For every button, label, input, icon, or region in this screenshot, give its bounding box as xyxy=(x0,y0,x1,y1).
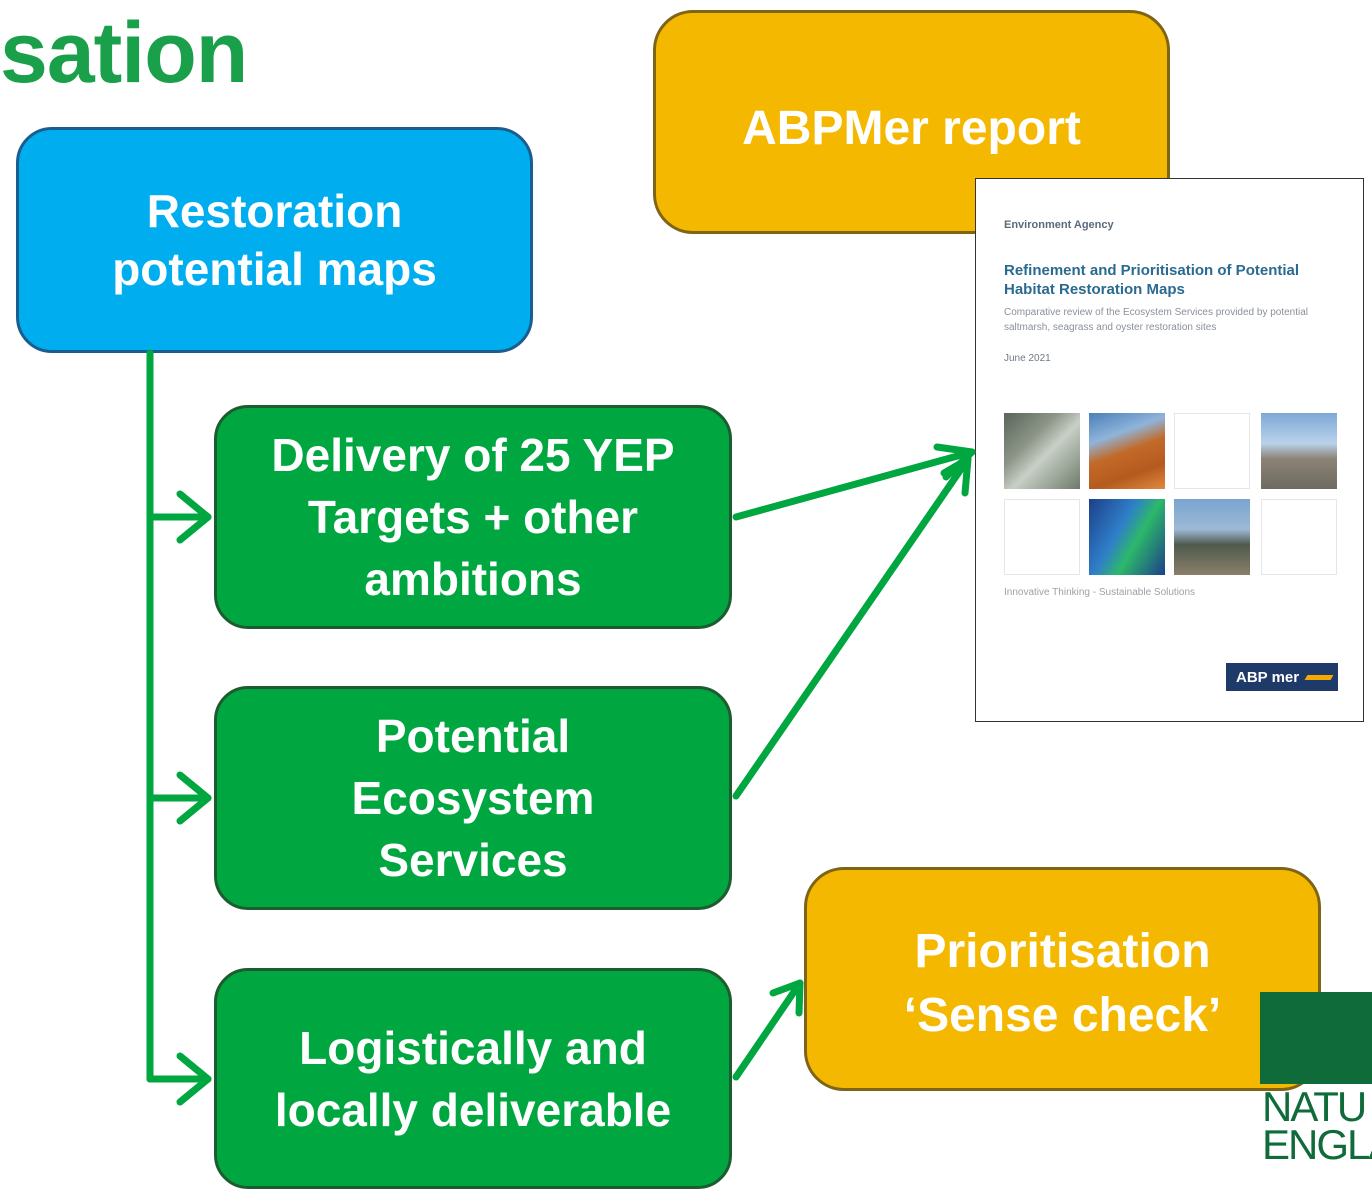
report-date: June 2021 xyxy=(1004,353,1051,364)
report-photo-blank xyxy=(1261,499,1337,575)
report-photo-blank xyxy=(1004,499,1080,575)
abpmer-logo-text: ABP mer xyxy=(1236,668,1300,686)
natural-england-logo-mark xyxy=(1260,992,1372,1084)
delivery-targets-box: Delivery of 25 YEP Targets + other ambit… xyxy=(214,405,732,629)
logistics-label: Logistically and locally deliverable xyxy=(274,1021,672,1136)
logistics-box: Logistically and locally deliverable xyxy=(214,968,732,1189)
page-title: sation xyxy=(0,5,248,101)
arrow-logistics-to-prioritisation xyxy=(732,979,804,1081)
ecosystem-services-box: Potential Ecosystem Services xyxy=(214,686,732,910)
report-subtitle: Comparative review of the Ecosystem Serv… xyxy=(1004,307,1309,333)
report-footer: Innovative Thinking - Sustainable Soluti… xyxy=(1004,587,1196,598)
report-title: Refinement and Prioritisation of Potenti… xyxy=(1004,262,1300,298)
arrow-delivery-to-report xyxy=(732,448,976,521)
arrowhead-logistics xyxy=(176,1052,212,1106)
delivery-targets-label: Delivery of 25 YEP Targets + other ambit… xyxy=(271,429,675,605)
natural-england-logo-text: NATU ENGLA xyxy=(1262,1083,1372,1168)
restoration-maps-box: Restoration potential maps xyxy=(16,127,533,353)
arrowhead-delivery xyxy=(176,490,212,544)
arrowhead-ecosystem xyxy=(176,771,212,825)
report-photo-map xyxy=(1089,499,1165,575)
abpmer-report-label: ABPMer report xyxy=(742,102,1081,155)
abpmer-logo: ABP mer xyxy=(1226,663,1338,691)
restoration-maps-label: Restoration potential maps xyxy=(112,185,437,295)
report-photo-cliff xyxy=(1089,413,1165,489)
ecosystem-services-label: Potential Ecosystem Services xyxy=(351,710,595,886)
report-photo-rocks xyxy=(1174,499,1250,575)
report-cover: Environment Agency Refinement and Priori… xyxy=(975,178,1364,722)
natural-england-logo: NATU ENGLA xyxy=(1260,992,1372,1191)
prioritisation-box: Prioritisation ‘Sense check’ xyxy=(804,867,1321,1091)
report-agency: Environment Agency xyxy=(1004,219,1114,231)
prioritisation-label: Prioritisation ‘Sense check’ xyxy=(903,925,1222,1042)
arrowhead-to-report-2 xyxy=(940,455,972,497)
arrowhead-to-prioritisation xyxy=(769,979,804,1017)
report-photo-coast xyxy=(1004,413,1080,489)
arrow-ecosystem-to-report xyxy=(732,455,972,800)
report-photo-blank xyxy=(1174,413,1250,489)
report-photo-shore xyxy=(1261,413,1337,489)
